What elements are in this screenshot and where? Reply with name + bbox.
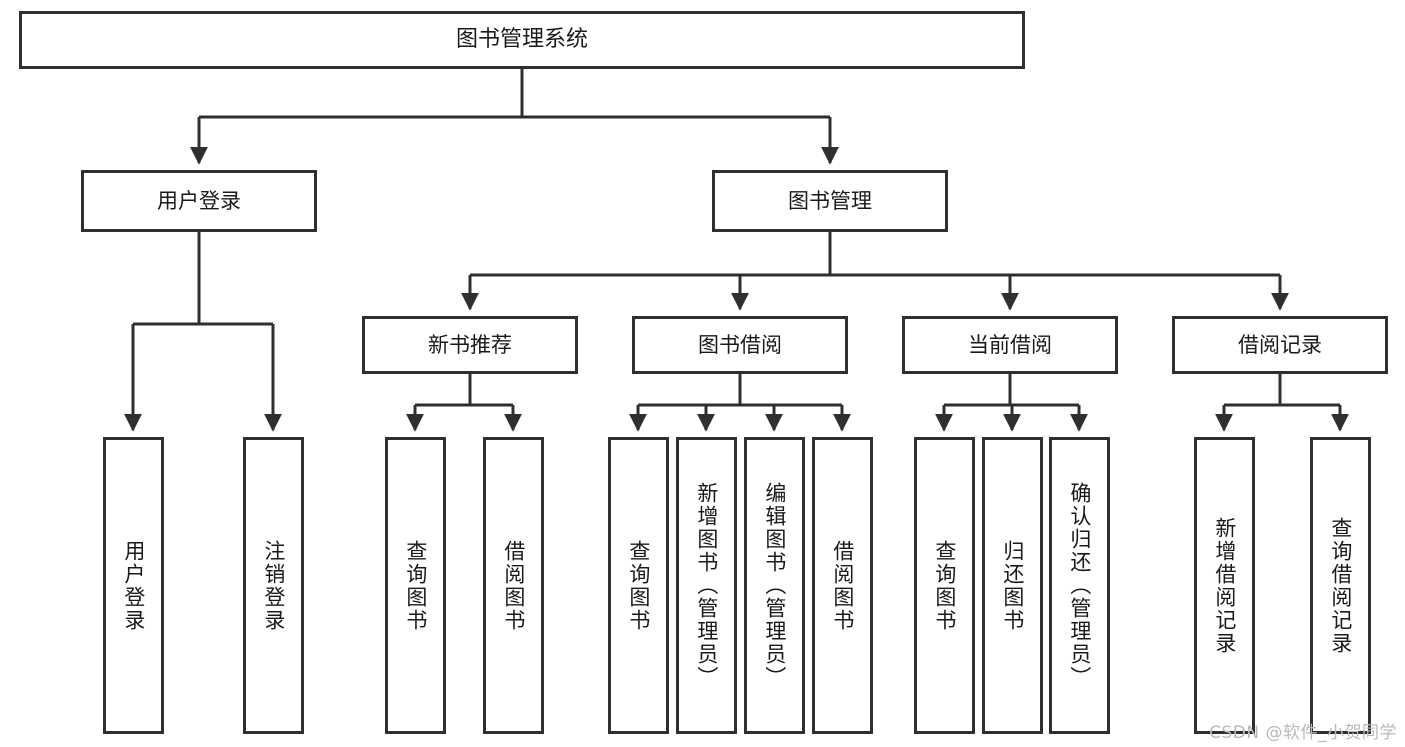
node-borrow-record[interactable]: 借阅记录: [1172, 316, 1388, 374]
leaf-borrow-book-recommend[interactable]: 借阅图书: [483, 437, 544, 734]
node-label: 新书推荐: [428, 332, 512, 357]
node-label: 查询图书: [932, 539, 957, 632]
node-label: 查询图书: [403, 539, 428, 632]
node-label: 新增图书（管理员）: [694, 482, 719, 689]
node-user-login[interactable]: 用户登录: [81, 170, 317, 232]
leaf-query-book-current[interactable]: 查询图书: [914, 437, 975, 734]
node-label: 编辑图书（管理员）: [762, 482, 787, 689]
leaf-query-borrow-record[interactable]: 查询借阅记录: [1310, 437, 1371, 734]
leaf-edit-book-admin[interactable]: 编辑图书（管理员）: [744, 437, 805, 734]
leaf-confirm-return-admin[interactable]: 确认归还（管理员）: [1049, 437, 1110, 734]
leaf-add-book-admin[interactable]: 新增图书（管理员）: [676, 437, 737, 734]
node-label: 借阅记录: [1238, 332, 1322, 357]
node-current-borrow[interactable]: 当前借阅: [902, 316, 1118, 374]
node-book-borrow[interactable]: 图书借阅: [632, 316, 848, 374]
node-label: 新增借阅记录: [1212, 516, 1237, 655]
node-label: 注销登录: [261, 539, 286, 632]
node-label: 当前借阅: [968, 332, 1052, 357]
node-label: 图书管理: [788, 188, 872, 213]
node-root-system[interactable]: 图书管理系统: [19, 11, 1025, 69]
node-label: 确认归还（管理员）: [1067, 482, 1092, 689]
leaf-query-book-borrow[interactable]: 查询图书: [608, 437, 669, 734]
leaf-logout[interactable]: 注销登录: [243, 437, 304, 734]
node-label: 用户登录: [121, 539, 146, 632]
node-label: 归还图书: [1000, 539, 1025, 632]
node-label: 图书借阅: [698, 332, 782, 357]
node-label: 查询借阅记录: [1328, 516, 1353, 655]
node-book-management[interactable]: 图书管理: [712, 170, 948, 232]
leaf-return-book[interactable]: 归还图书: [982, 437, 1043, 734]
node-label: 查询图书: [626, 539, 651, 632]
node-label: 图书管理系统: [455, 27, 588, 53]
leaf-user-login[interactable]: 用户登录: [103, 437, 164, 734]
node-label: 借阅图书: [501, 539, 526, 632]
leaf-add-borrow-record[interactable]: 新增借阅记录: [1194, 437, 1255, 734]
node-new-book-recommend[interactable]: 新书推荐: [362, 316, 578, 374]
node-label: 借阅图书: [830, 539, 855, 632]
leaf-borrow-book[interactable]: 借阅图书: [812, 437, 873, 734]
leaf-query-book-recommend[interactable]: 查询图书: [385, 437, 446, 734]
node-label: 用户登录: [157, 188, 241, 213]
